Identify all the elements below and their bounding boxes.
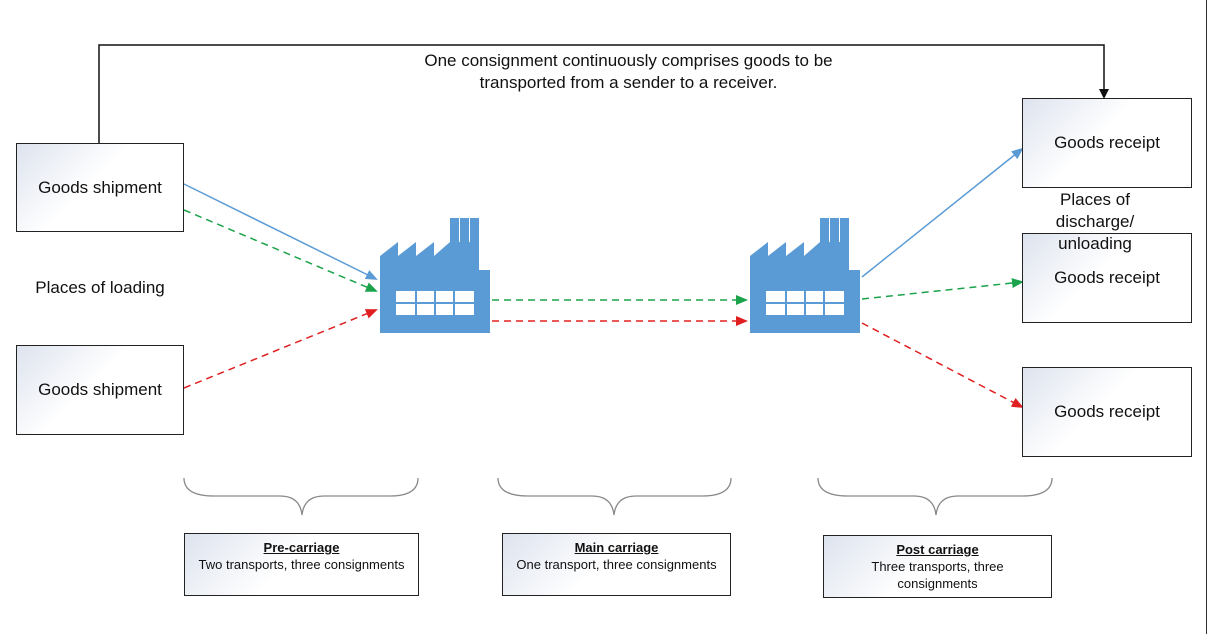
goods-shipment-box: Goods shipment [16, 345, 184, 435]
pre-carriage-description: Two transports, three consignments [198, 557, 405, 572]
post-carriage-title: Post carriage [896, 542, 979, 557]
pre-carriage-box: Pre-carriage Two transports, three consi… [184, 533, 419, 596]
blue-flow-pre [183, 183, 378, 280]
goods-shipment-label: Goods shipment [38, 380, 162, 399]
post-carriage-description: Three transports, three consignments [871, 559, 1004, 591]
goods-receipt-label: Goods receipt [1054, 402, 1160, 421]
pre-carriage-brace [183, 477, 419, 516]
goods-receipt-box: Goods receipt [1022, 98, 1192, 188]
goods-receipt-box: Goods receipt [1022, 233, 1192, 323]
blue-flow-post [861, 147, 1024, 278]
consignment-connector [98, 44, 1109, 143]
red-flow-pre [183, 309, 378, 389]
factory-icon [380, 218, 490, 333]
green-flow-post [861, 278, 1024, 300]
goods-shipment-label: Goods shipment [38, 177, 162, 197]
red-flow-post [861, 322, 1024, 408]
main-carriage-box: Main carriage One transport, three consi… [502, 533, 731, 596]
factory-icon [750, 218, 860, 333]
consignment-description: One consignment continuously comprises g… [424, 51, 833, 92]
places-of-discharge-label: Places of discharge/ unloading [1055, 190, 1135, 253]
goods-receipt-box: Goods receipt [1022, 367, 1192, 457]
main-carriage-brace [497, 477, 732, 516]
main-carriage-description: One transport, three consignments [516, 557, 717, 572]
main-carriage-title: Main carriage [574, 540, 659, 555]
green-flow-pre [183, 209, 378, 292]
goods-receipt-label: Goods receipt [1054, 268, 1160, 287]
post-carriage-brace [817, 477, 1053, 516]
places-of-loading-label: Places of loading [35, 278, 165, 297]
post-carriage-box: Post carriage Three transports, three co… [823, 535, 1052, 598]
goods-shipment-box: Goods shipment [16, 143, 184, 232]
goods-receipt-label: Goods receipt [1054, 133, 1160, 152]
pre-carriage-title: Pre-carriage [263, 540, 340, 555]
right-border [1206, 0, 1207, 634]
